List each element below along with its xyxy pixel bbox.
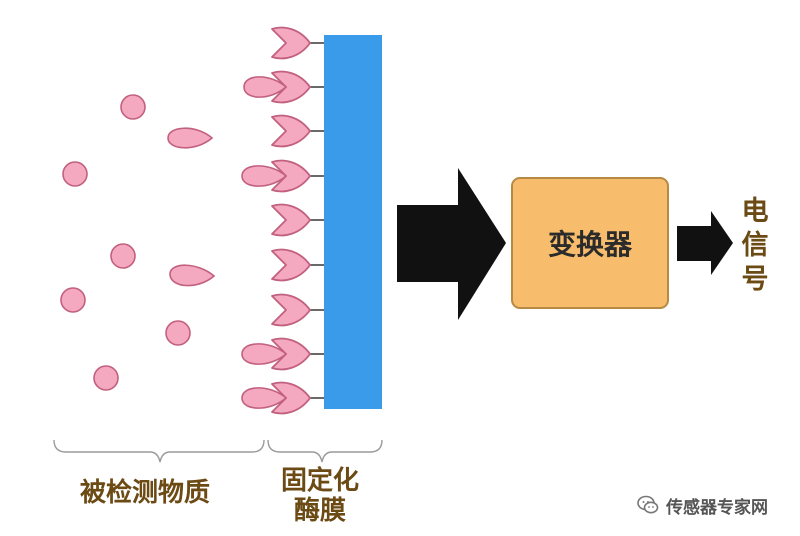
analyte-molecule	[62, 161, 88, 187]
bound-molecule	[241, 387, 288, 409]
teardrop-molecule	[167, 127, 214, 149]
analyte-molecule	[120, 94, 146, 120]
analyte-molecule	[110, 243, 136, 269]
signal-label: 电信号	[741, 196, 769, 295]
transducer-label: 变换器	[547, 228, 632, 261]
wechat-icon	[637, 495, 659, 514]
enzyme	[271, 203, 324, 237]
substrate-molecules	[167, 127, 216, 287]
bound-molecule	[241, 343, 288, 365]
bound-molecule	[243, 76, 288, 98]
small-arrow	[677, 211, 733, 275]
analyte-molecule	[60, 287, 86, 313]
analyte-molecules	[60, 94, 191, 391]
analyte-molecule	[93, 365, 119, 391]
bound-molecule	[241, 165, 288, 187]
enzyme	[271, 293, 324, 327]
enzyme	[271, 26, 324, 60]
braces	[53, 439, 383, 463]
analyte-label: 被检测物质	[80, 478, 211, 508]
enzyme-membrane	[324, 35, 382, 409]
transducer-box: 变换器	[511, 177, 669, 309]
enzyme	[271, 248, 324, 282]
teardrop-molecule	[169, 264, 216, 287]
enzyme	[271, 114, 324, 148]
membrane-brace	[267, 439, 383, 463]
watermark: 传感器专家网	[636, 492, 768, 518]
watermark-text: 传感器专家网	[666, 497, 768, 518]
analyte-brace	[53, 439, 265, 463]
bound-molecules	[241, 76, 288, 409]
analyte-molecule	[165, 320, 191, 346]
large-arrow	[397, 168, 506, 320]
membrane-label: 固定化酶膜	[280, 466, 359, 526]
